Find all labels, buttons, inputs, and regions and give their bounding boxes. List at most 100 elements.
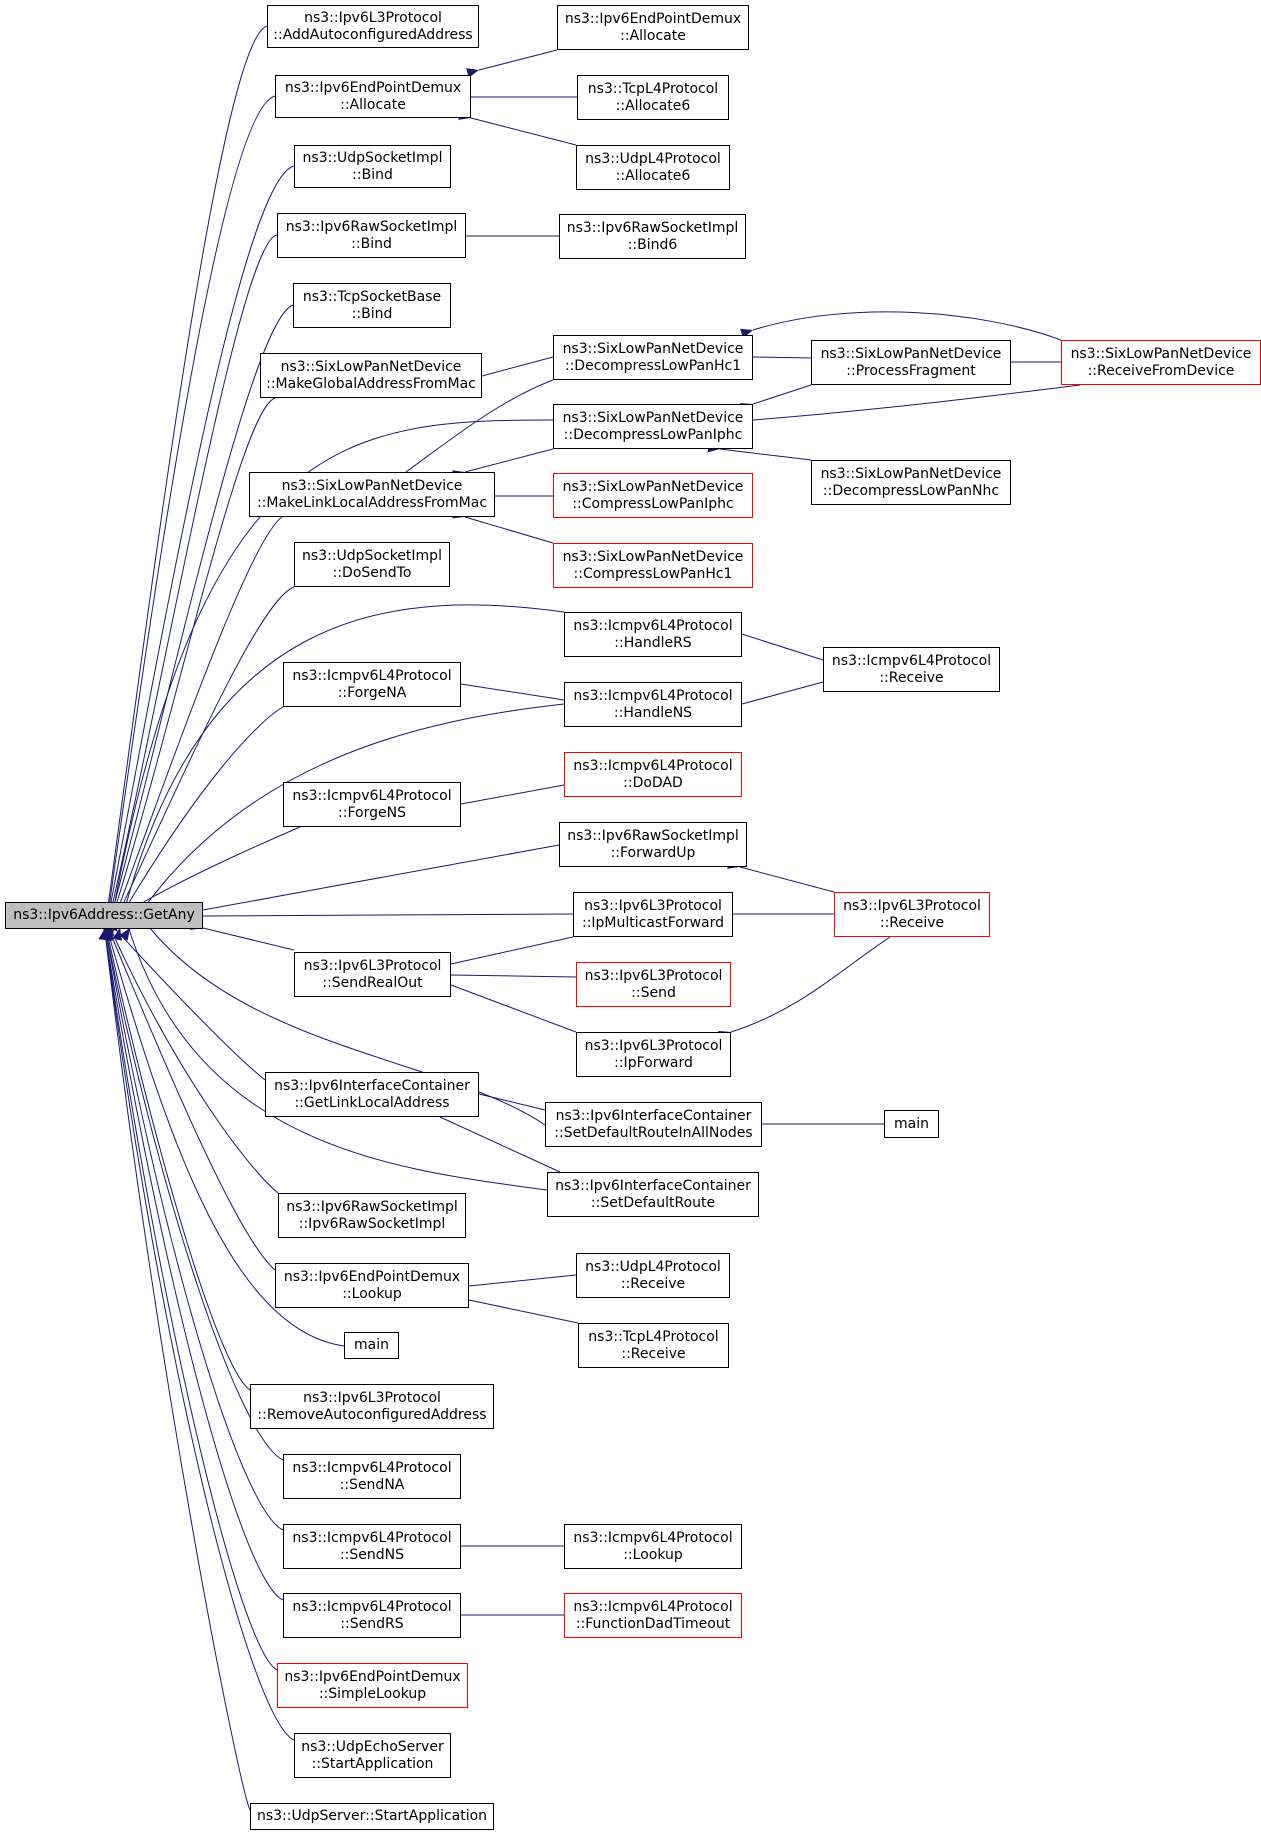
node-label-line1: ns3::SixLowPanNetDevice — [820, 465, 1002, 482]
node-tcpsocketbase-bind[interactable]: ns3::TcpSocketBase ::Bind — [293, 283, 451, 328]
node-label-line1: ns3::UdpEchoServer — [301, 1738, 444, 1755]
call-edge — [98, 25, 268, 941]
call-edge — [456, 1292, 579, 1324]
node-label-line2: ::SetDefaultRouteInAllNodes — [554, 1124, 753, 1141]
node-sixlowpannetdevice-decompresslowpanhc1[interactable]: ns3::SixLowPanNetDevice ::DecompressLowP… — [553, 335, 753, 380]
node-label-line1: ns3::UdpL4Protocol — [585, 150, 721, 167]
node-ipv6endpointdemux-allocate[interactable]: ns3::Ipv6EndPointDemux ::Allocate — [275, 75, 471, 118]
call-edge — [466, 1086, 546, 1111]
node-icmpv6l4protocol-sendrs[interactable]: ns3::Icmpv6L4Protocol ::SendRS — [283, 1593, 461, 1638]
node-udpsocketimpl-dosendto[interactable]: ns3::UdpSocketImpl ::DoSendTo — [294, 542, 450, 587]
node-main[interactable]: main — [344, 1332, 399, 1359]
node-sixlowpannetdevice-processfragment[interactable]: ns3::SixLowPanNetDevice ::ProcessFragmen… — [811, 340, 1011, 385]
node-label-line2: ::SetDefaultRoute — [590, 1194, 716, 1211]
node-ipv6interfacecontainer-setdefaultroute[interactable]: ns3::Ipv6InterfaceContainer ::SetDefault… — [547, 1172, 759, 1217]
node-icmpv6l4protocol-forgena[interactable]: ns3::Icmpv6L4Protocol ::ForgeNA — [283, 662, 461, 707]
node-sixlowpannetdevice-compresslowpanhc1[interactable]: ns3::SixLowPanNetDevice ::CompressLowPan… — [553, 543, 753, 588]
node-ipv6l3protocol-addautoconfiguredaddress[interactable]: ns3::Ipv6L3Protocol ::AddAutoconfiguredA… — [267, 5, 479, 48]
node-ipv6endpointdemux-lookup[interactable]: ns3::Ipv6EndPointDemux ::Lookup — [275, 1263, 469, 1308]
node-ipv6rawsocketimpl-forwardup[interactable]: ns3::Ipv6RawSocketImpl ::ForwardUp — [559, 822, 747, 867]
call-edge — [100, 397, 276, 941]
node-udpl4protocol-receive[interactable]: ns3::UdpL4Protocol ::Receive — [576, 1253, 730, 1298]
node-label-line1: ns3::SixLowPanNetDevice — [562, 478, 744, 495]
node-sixlowpannetdevice-makeglobaladdressfrommac[interactable]: ns3::SixLowPanNetDevice ::MakeGlobalAddr… — [260, 353, 482, 398]
node-ipv6rawsocketimpl-ipv6rawsocketimpl[interactable]: ns3::Ipv6RawSocketImpl ::Ipv6RawSocketIm… — [278, 1193, 466, 1238]
node-udpsocketimpl-bind[interactable]: ns3::UdpSocketImpl ::Bind — [294, 145, 451, 188]
node-udpechoserver-startapplication[interactable]: ns3::UdpEchoServer ::StartApplication — [294, 1733, 451, 1778]
call-edge — [190, 920, 295, 951]
node-icmpv6l4protocol-dodad[interactable]: ns3::Icmpv6L4Protocol ::DoDAD — [564, 752, 742, 797]
node-udpserver-startapplication[interactable]: ns3::UdpServer::StartApplication — [250, 1803, 494, 1830]
call-edge — [100, 919, 276, 1271]
node-label-line2: ::FunctionDadTimeout — [575, 1615, 731, 1632]
call-edge — [98, 919, 284, 1461]
node-ipv6l3protocol-send[interactable]: ns3::Ipv6L3Protocol ::Send — [576, 962, 731, 1007]
node-main-2[interactable]: main — [884, 1110, 939, 1138]
node-label-line2: ::Bind — [351, 235, 392, 252]
node-label-line1: ns3::SixLowPanNetDevice — [281, 477, 463, 494]
node-ipv6l3protocol-ipmulticastforward[interactable]: ns3::Ipv6L3Protocol ::IpMulticastForward — [573, 892, 733, 937]
node-ipv6l3protocol-ipforward[interactable]: ns3::Ipv6L3Protocol ::IpForward — [576, 1032, 731, 1077]
node-label-line1: main — [894, 1115, 929, 1132]
node-label-line2: ::Receive — [620, 1275, 686, 1292]
node-label-line1: ns3::Ipv6L3Protocol — [584, 897, 722, 914]
call-edge — [98, 919, 278, 1671]
call-edge — [98, 919, 251, 1811]
node-icmpv6l4protocol-lookup[interactable]: ns3::Icmpv6L4Protocol ::Lookup — [564, 1524, 742, 1569]
node-icmpv6l4protocol-sendna[interactable]: ns3::Icmpv6L4Protocol ::SendNA — [283, 1454, 461, 1499]
node-icmpv6l4protocol-sendns[interactable]: ns3::Icmpv6L4Protocol ::SendNS — [283, 1524, 461, 1569]
call-edge — [718, 936, 891, 1041]
node-label-line1: ns3::Icmpv6L4Protocol — [573, 1529, 733, 1546]
node-sixlowpannetdevice-compresslowpaniphc[interactable]: ns3::SixLowPanNetDevice ::CompressLowPan… — [553, 473, 753, 518]
call-edge — [98, 165, 295, 941]
node-sixlowpannetdevice-decompresslowpaniphc[interactable]: ns3::SixLowPanNetDevice ::DecompressLowP… — [553, 404, 753, 449]
call-edge — [106, 919, 266, 1081]
node-sixlowpannetdevice-receivefromdevice[interactable]: ns3::SixLowPanNetDevice ::ReceiveFromDev… — [1061, 340, 1261, 385]
node-ipv6l3protocol-sendrealout[interactable]: ns3::Ipv6L3Protocol ::SendRealOut — [294, 952, 451, 997]
node-label-line1: ns3::SixLowPanNetDevice — [562, 409, 744, 426]
node-ipv6l3protocol-receive[interactable]: ns3::Ipv6L3Protocol ::Receive — [834, 892, 990, 937]
node-label-line1: ns3::Ipv6InterfaceContainer — [274, 1077, 470, 1094]
node-label-line1: ns3::SixLowPanNetDevice — [280, 358, 462, 375]
node-tcpl4protocol-receive[interactable]: ns3::TcpL4Protocol ::Receive — [578, 1323, 729, 1368]
node-label-line1: ns3::Ipv6L3Protocol — [843, 897, 981, 914]
node-sixlowpannetdevice-makelinklocaladdressfrommac[interactable]: ns3::SixLowPanNetDevice ::MakeLinkLocalA… — [249, 472, 495, 517]
node-icmpv6l4protocol-handlers[interactable]: ns3::Icmpv6L4Protocol ::HandleRS — [564, 612, 742, 657]
node-ipv6rawsocketimpl-bind[interactable]: ns3::Ipv6RawSocketImpl ::Bind — [277, 213, 466, 258]
node-udpl4protocol-allocate6[interactable]: ns3::UdpL4Protocol ::Allocate6 — [576, 145, 730, 190]
node-label-line2: ::SendRealOut — [322, 974, 423, 991]
node-icmpv6l4protocol-handlens[interactable]: ns3::Icmpv6L4Protocol ::HandleNS — [564, 682, 742, 727]
call-edge — [427, 1107, 561, 1173]
call-edge — [102, 516, 283, 941]
node-label-line1: ns3::Ipv6EndPointDemux — [284, 79, 462, 96]
call-edge — [452, 448, 554, 480]
node-label-line1: ns3::TcpSocketBase — [302, 288, 442, 305]
node-label-line2: ::MakeLinkLocalAddressFromMac — [256, 494, 488, 511]
node-icmpv6l4protocol-receive[interactable]: ns3::Icmpv6L4Protocol ::Receive — [823, 647, 1000, 692]
node-label-line1: ns3::Ipv6L3Protocol — [304, 9, 442, 26]
node-label-line2: ::Receive — [621, 1345, 686, 1362]
node-ipv6interfacecontainer-setdefaultrouteinallnodes[interactable]: ns3::Ipv6InterfaceContainer ::SetDefault… — [545, 1102, 762, 1147]
node-label-line1: ns3::Icmpv6L4Protocol — [292, 787, 452, 804]
node-icmpv6l4protocol-functiondadtimeout[interactable]: ns3::Icmpv6L4Protocol ::FunctionDadTimeo… — [564, 1593, 742, 1638]
node-label-line2: ::DecompressLowPanNhc — [822, 482, 1000, 499]
call-edge — [99, 234, 278, 941]
call-edge — [740, 384, 1081, 426]
node-sixlowpannetdevice-decompresslowpannhc[interactable]: ns3::SixLowPanNetDevice ::DecompressLowP… — [811, 460, 1011, 505]
node-ipv6l3protocol-removeautoconfiguredaddress[interactable]: ns3::Ipv6L3Protocol ::RemoveAutoconfigur… — [250, 1384, 494, 1429]
node-icmpv6l4protocol-forgens[interactable]: ns3::Icmpv6L4Protocol ::ForgeNS — [283, 782, 461, 827]
node-tcpl4protocol-allocate6[interactable]: ns3::TcpL4Protocol ::Allocate6 — [577, 75, 729, 120]
call-edge — [121, 919, 548, 1191]
node-label-line1: ns3::Icmpv6L4Protocol — [573, 687, 733, 704]
node-ipv6rawsocketimpl-bind6[interactable]: ns3::Ipv6RawSocketImpl ::Bind6 — [559, 214, 746, 259]
call-edge — [393, 379, 554, 484]
call-edge — [469, 356, 554, 384]
node-ipv6interfacecontainer-getlinklocaladdress[interactable]: ns3::Ipv6InterfaceContainer ::GetLinkLoc… — [265, 1072, 479, 1117]
node-label-line1: ns3::UdpSocketImpl — [302, 547, 442, 564]
node-ipv6endpointdemux-simplelookup[interactable]: ns3::Ipv6EndPointDemux ::SimpleLookup — [277, 1663, 468, 1708]
node-ipv6endpointdemux-allocate-2[interactable]: ns3::Ipv6EndPointDemux ::Allocate — [557, 5, 749, 50]
node-label-line2: ::Send — [631, 984, 676, 1001]
call-edge — [438, 969, 577, 980]
call-edge — [729, 681, 824, 712]
call-edge — [190, 911, 574, 922]
